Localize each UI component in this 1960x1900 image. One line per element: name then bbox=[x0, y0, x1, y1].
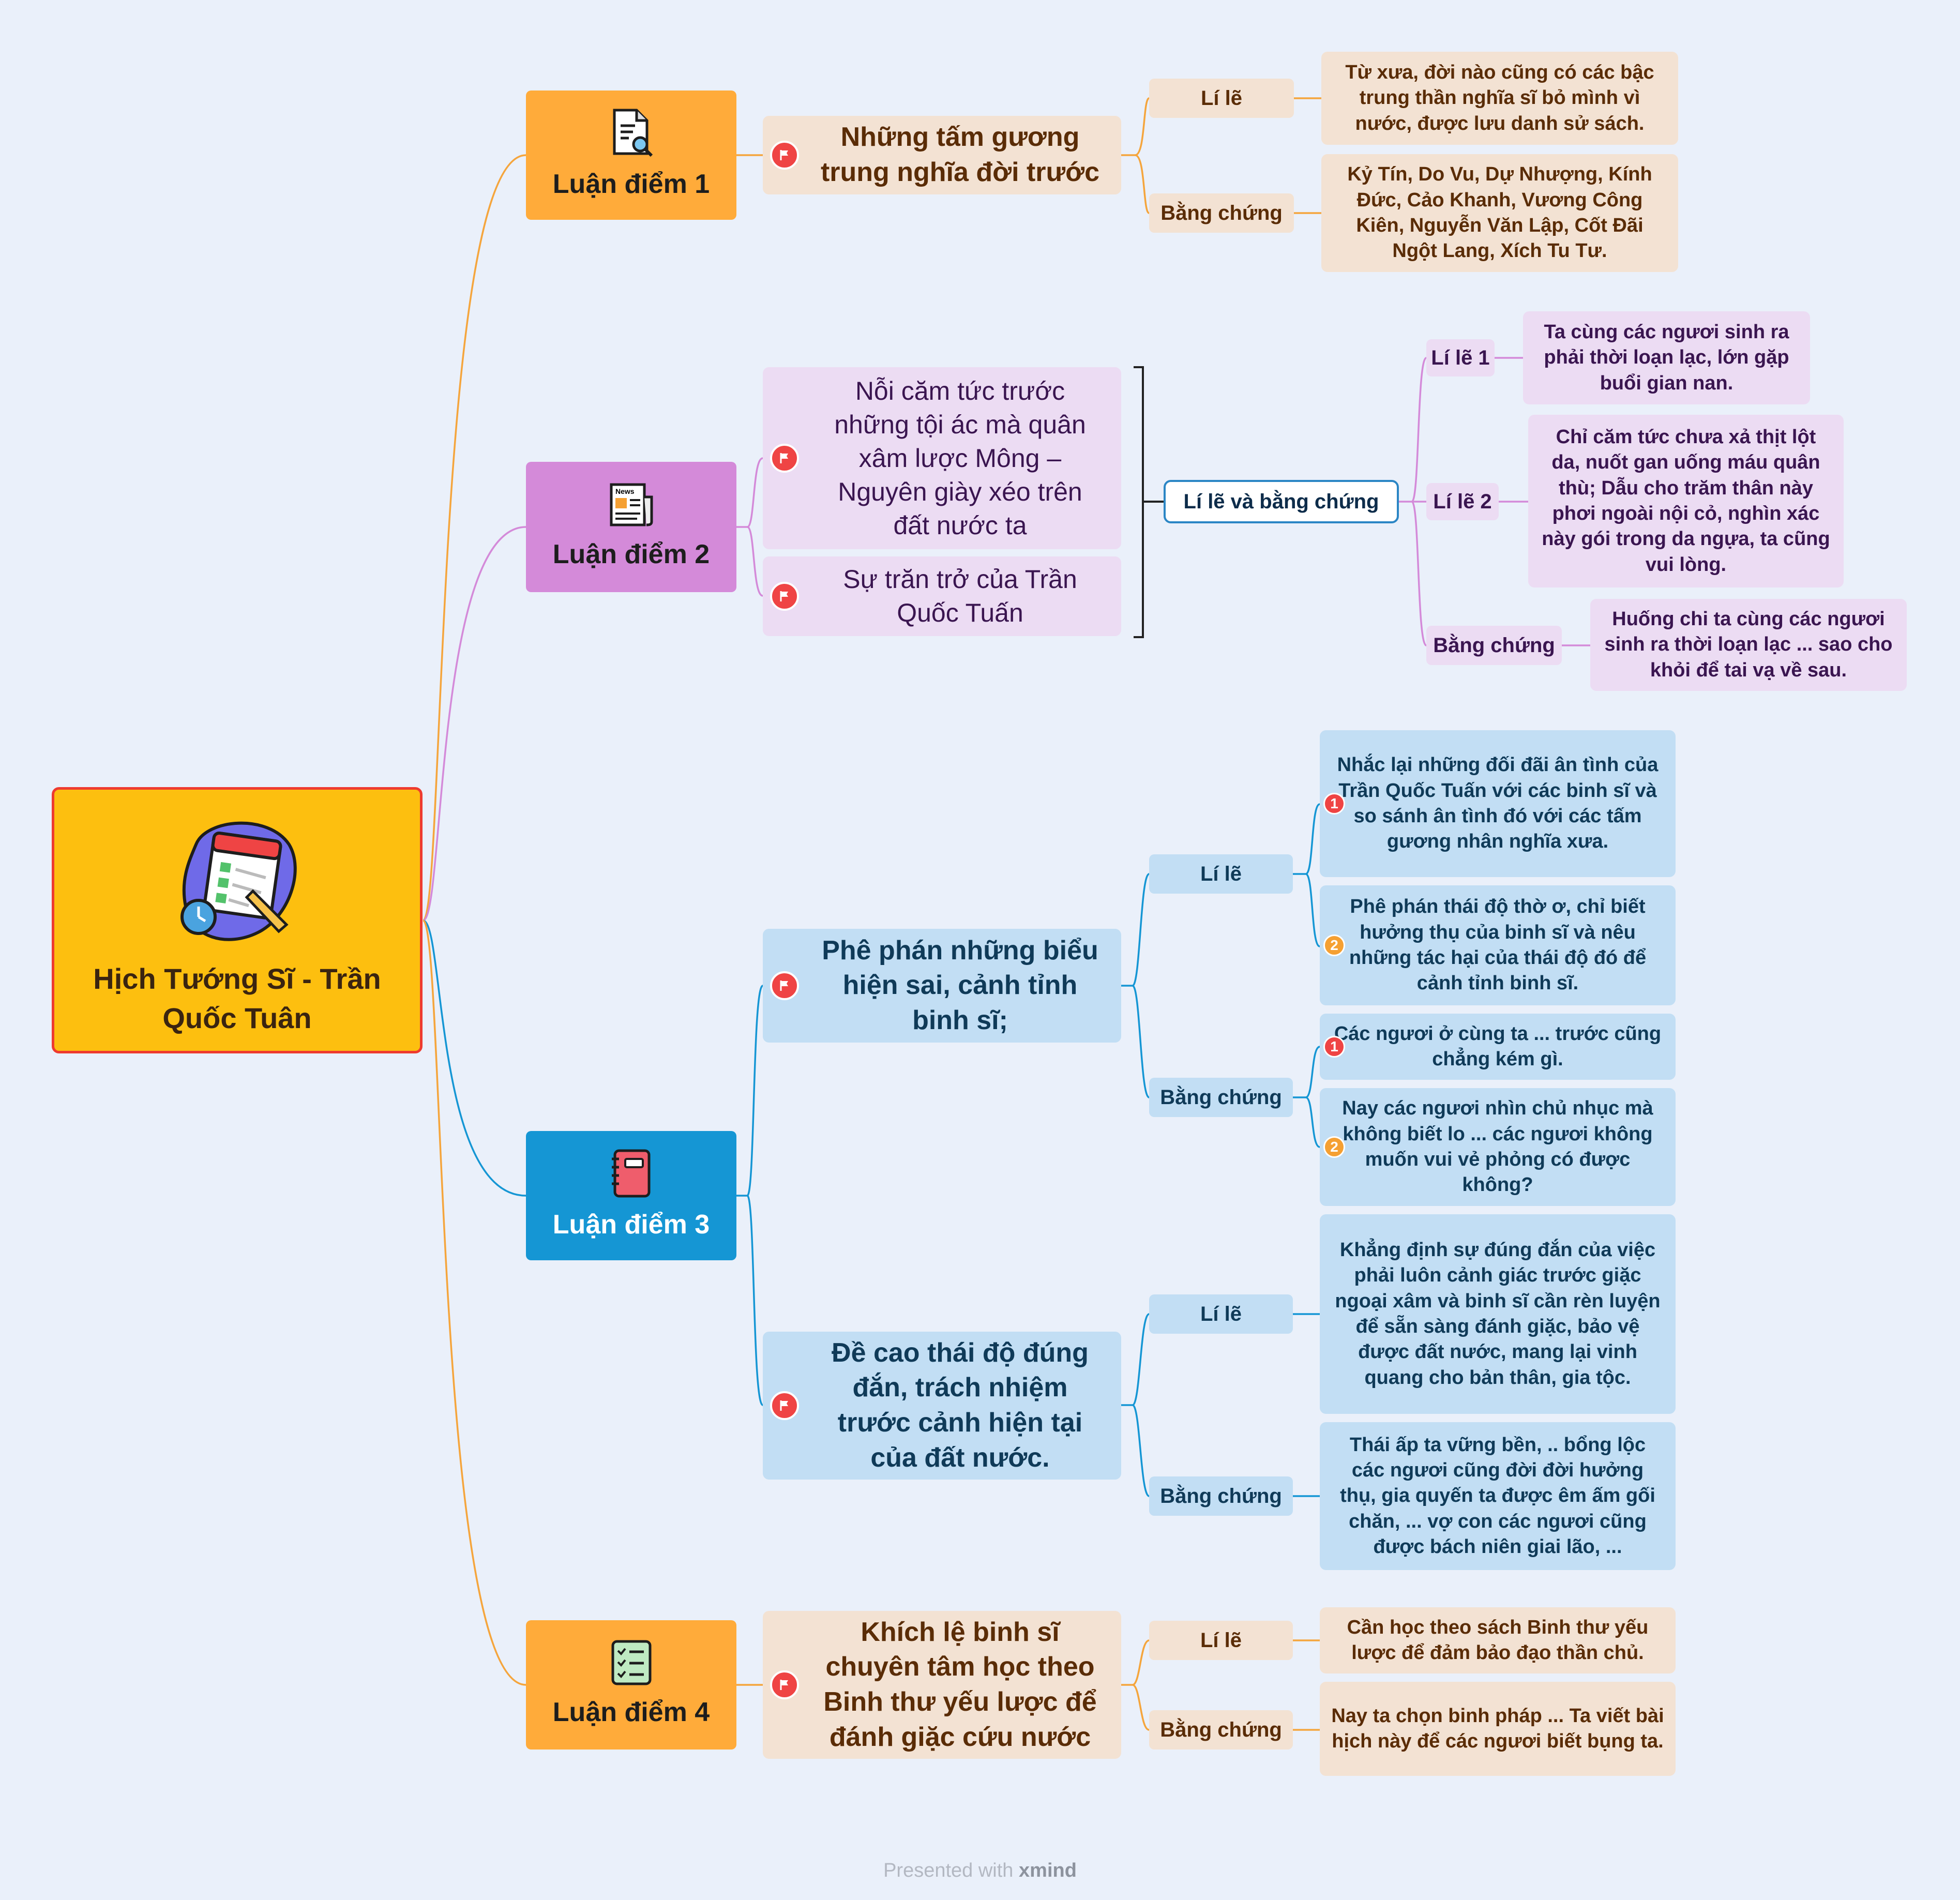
detail-li-le-1[interactable]: Ta cùng các ngươi sinh ra phải thời loạn… bbox=[1523, 311, 1810, 404]
svg-text:News: News bbox=[615, 487, 635, 495]
footer-brand: xmind bbox=[1019, 1860, 1077, 1881]
detail-bang-chung-item-1[interactable]: 1 Các ngươi ở cùng ta ... trước cũng chẳ… bbox=[1320, 1014, 1676, 1080]
detail-bang-chung-item-2[interactable]: 2 Nay các ngươi nhìn chủ nhục mà không b… bbox=[1320, 1088, 1676, 1206]
topic-de-cao[interactable]: Đề cao thái độ đúng đắn, trách nhiệm trư… bbox=[763, 1332, 1121, 1480]
topic-su-tran-tro[interactable]: Sự trăn trở của Trần Quốc Tuấn bbox=[763, 556, 1121, 636]
footer-prefix: Presented with bbox=[883, 1860, 1014, 1881]
label-bang-chung[interactable]: Bằng chứng bbox=[1149, 1078, 1293, 1117]
label-bang-chung[interactable]: Bằng chứng bbox=[1149, 1476, 1293, 1516]
branch-label: Luận điểm 1 bbox=[552, 169, 710, 200]
label-bang-chung[interactable]: Bằng chứng bbox=[1149, 1710, 1293, 1750]
label-li-le[interactable]: Lí lẽ bbox=[1149, 1621, 1293, 1660]
summary-li-le-va-bang-chung[interactable]: Lí lẽ và bằng chứng bbox=[1164, 480, 1399, 523]
flag-icon bbox=[770, 444, 799, 473]
detail-li-le-2[interactable]: Chỉ căm tức chưa xả thịt lột da, nuốt ga… bbox=[1528, 415, 1844, 587]
number-2-icon: 2 bbox=[1323, 1136, 1345, 1158]
topic-khich-le[interactable]: Khích lệ binh sĩ chuyên tâm học theo Bin… bbox=[763, 1611, 1121, 1759]
detail-li-le[interactable]: Khẳng định sự đúng đắn của việc phải luô… bbox=[1320, 1214, 1676, 1414]
detail-bang-chung[interactable]: Kỷ Tín, Do Vu, Dự Nhượng, Kính Đức, Cảo … bbox=[1321, 154, 1678, 272]
root-title: Hịch Tướng Sĩ - Trần Quốc Tuân bbox=[93, 962, 381, 1034]
root-topic[interactable]: Hịch Tướng Sĩ - Trần Quốc Tuân bbox=[52, 787, 423, 1053]
detail-bang-chung[interactable]: Huống chi ta cùng các ngươi sinh ra thời… bbox=[1590, 599, 1907, 691]
flag-icon bbox=[770, 141, 799, 170]
topic-nhung-tam-guong[interactable]: Những tấm gương trung nghĩa đời trước bbox=[763, 116, 1121, 194]
label-li-le[interactable]: Lí lẽ bbox=[1149, 1294, 1293, 1334]
topic-phe-phan[interactable]: Phê phán những biểu hiện sai, cảnh tỉnh … bbox=[763, 929, 1121, 1043]
topic-noi-cam-tuc[interactable]: Nỗi căm tức trước những tội ác mà quân x… bbox=[763, 367, 1121, 549]
checklist-icon bbox=[611, 1640, 651, 1685]
branch-luan-diem-3[interactable]: Luận điểm 3 bbox=[526, 1131, 736, 1260]
document-search-icon bbox=[613, 109, 653, 157]
notebook-icon bbox=[611, 1149, 650, 1198]
number-2-icon: 2 bbox=[1323, 934, 1345, 956]
branch-luan-diem-1[interactable]: Luận điểm 1 bbox=[526, 91, 736, 220]
label-bang-chung[interactable]: Bằng chứng bbox=[1149, 193, 1294, 233]
detail-bang-chung[interactable]: Thái ấp ta vững bền, .. bổng lộc các ngư… bbox=[1320, 1422, 1676, 1570]
detail-li-le-item-1[interactable]: 1 Nhắc lại những đối đãi ân tình của Trầ… bbox=[1320, 730, 1676, 877]
flag-icon bbox=[770, 1670, 799, 1699]
number-1-icon: 1 bbox=[1323, 793, 1345, 815]
detail-bang-chung[interactable]: Nay ta chọn binh pháp ... Ta viết bài hị… bbox=[1320, 1682, 1676, 1776]
newspaper-icon: News bbox=[610, 483, 653, 526]
calendar-checklist-pencil-icon bbox=[180, 821, 297, 941]
branch-luan-diem-4[interactable]: Luận điểm 4 bbox=[526, 1620, 736, 1750]
label-li-le-2[interactable]: Lí lẽ 2 bbox=[1426, 483, 1499, 520]
label-li-le-1[interactable]: Lí lẽ 1 bbox=[1426, 339, 1495, 376]
number-1-icon: 1 bbox=[1323, 1036, 1345, 1058]
detail-li-le[interactable]: Cần học theo sách Binh thư yếu lược để đ… bbox=[1320, 1607, 1676, 1673]
flag-icon bbox=[770, 582, 799, 611]
label-li-le[interactable]: Lí lẽ bbox=[1149, 854, 1293, 894]
footer-watermark: Presented with xmind bbox=[0, 1860, 1960, 1882]
label-li-le[interactable]: Lí lẽ bbox=[1149, 79, 1294, 118]
flag-icon bbox=[770, 1391, 799, 1420]
label-bang-chung[interactable]: Bằng chứng bbox=[1426, 626, 1562, 665]
branch-luan-diem-2[interactable]: News Luận điểm 2 bbox=[526, 462, 736, 592]
detail-li-le-item-2[interactable]: 2 Phê phán thái độ thờ ơ, chỉ biết hưởng… bbox=[1320, 885, 1676, 1005]
detail-li-le[interactable]: Từ xưa, đời nào cũng có các bậc trung th… bbox=[1321, 52, 1678, 145]
flag-icon bbox=[770, 971, 799, 1000]
